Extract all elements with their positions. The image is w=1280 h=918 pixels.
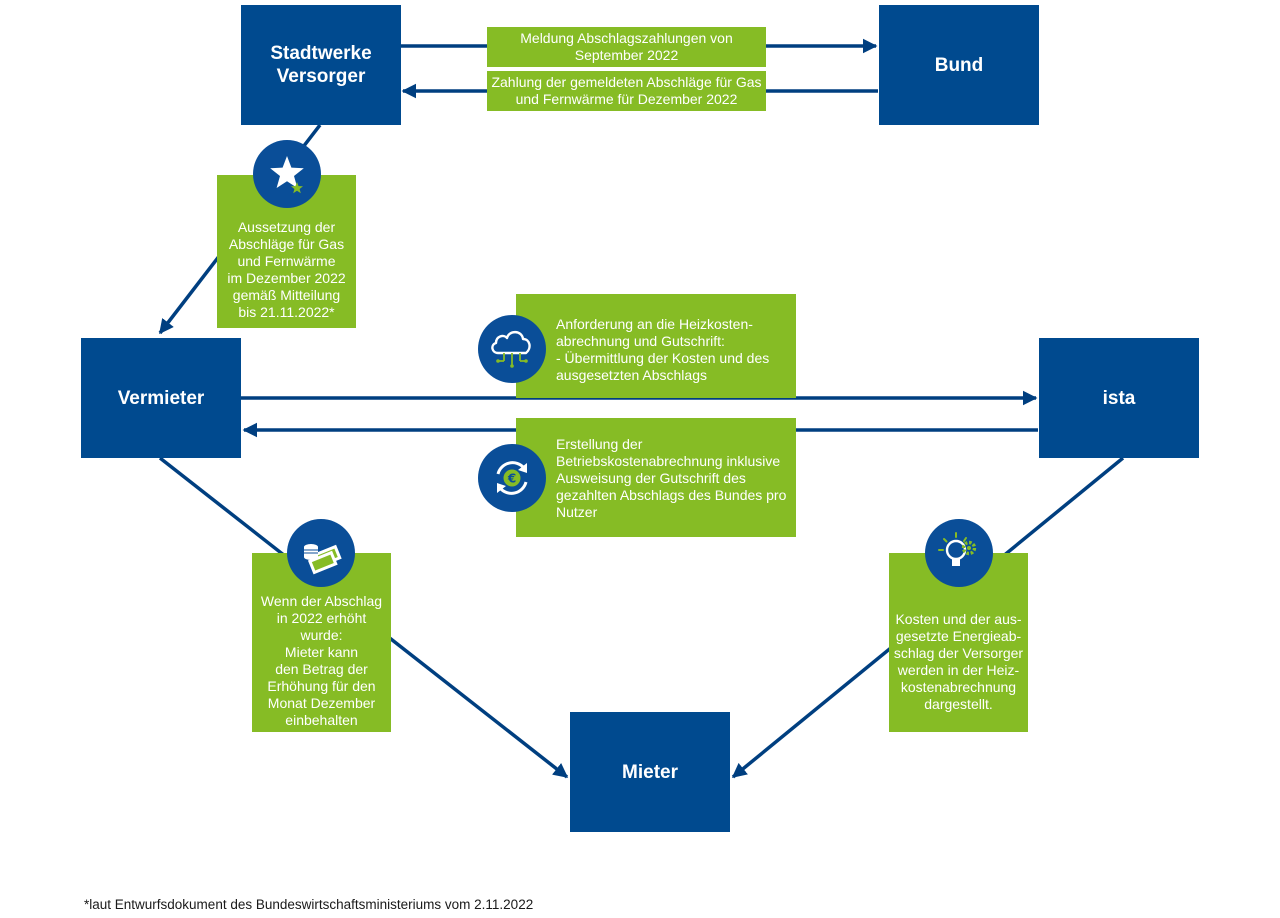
- label-aussetzung: Aussetzung der Abschläge für Gas und Fer…: [217, 175, 356, 328]
- node-bund: Bund: [879, 5, 1039, 125]
- label-kosten-text: Kosten und der aus- gesetzte Energieab- …: [893, 611, 1024, 712]
- star-icon: [253, 140, 321, 208]
- label-erstellung: Erstellung der Betriebskostenabrechnung …: [516, 418, 796, 537]
- svg-text:€: €: [507, 472, 516, 486]
- lightbulb-gear-icon: [925, 519, 993, 587]
- footnote: *laut Entwurfsdokument des Bundeswirtsch…: [84, 897, 534, 912]
- label-aussetzung-text: Aussetzung der Abschläge für Gas und Fer…: [227, 219, 346, 320]
- node-ista: ista: [1039, 338, 1199, 458]
- label-meldung-text: Meldung Abschlagszahlungen von September…: [520, 30, 733, 63]
- node-ista-label: ista: [1102, 387, 1136, 409]
- node-stadtwerke-versorger: Stadtwerke Versorger: [241, 5, 401, 125]
- node-mieter: Mieter: [570, 712, 730, 832]
- node-mieter-label: Mieter: [622, 761, 678, 783]
- cloud-icon: [478, 315, 546, 383]
- node-stadtwerke-label: Stadtwerke Versorger: [270, 43, 372, 87]
- label-erstellung-text: Erstellung der Betriebskostenabrechnung …: [556, 436, 787, 520]
- label-anforderung-text: Anforderung an die Heizkosten- abrechnun…: [556, 316, 770, 383]
- label-wenn-text: Wenn der Abschlag in 2022 erhöht wurde: …: [260, 593, 383, 728]
- label-zahlung: Zahlung der gemeldeten Abschläge für Gas…: [487, 71, 766, 111]
- money-coins-icon: [287, 519, 355, 587]
- label-meldung: Meldung Abschlagszahlungen von September…: [487, 27, 766, 67]
- label-anforderung: Anforderung an die Heizkosten- abrechnun…: [516, 294, 796, 398]
- node-vermieter-label: Vermieter: [117, 387, 205, 409]
- node-bund-label: Bund: [934, 54, 984, 76]
- label-kosten: Kosten und der aus- gesetzte Energieab- …: [889, 553, 1028, 732]
- label-zahlung-text: Zahlung der gemeldeten Abschläge für Gas…: [491, 74, 762, 107]
- euro-cycle-icon: €: [478, 444, 546, 512]
- node-vermieter: Vermieter: [81, 338, 241, 458]
